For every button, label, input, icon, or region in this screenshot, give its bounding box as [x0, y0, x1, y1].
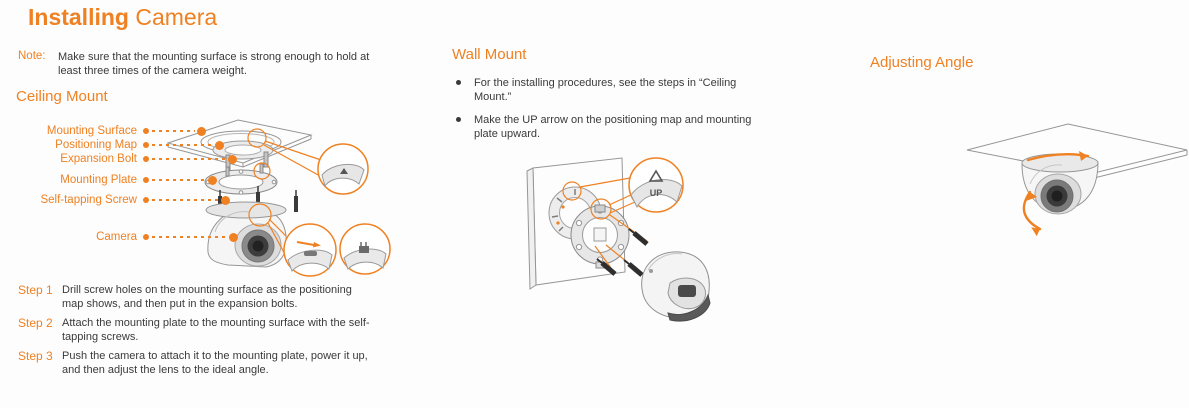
leader-line [152, 236, 227, 238]
leader-target-dot [215, 140, 224, 150]
step-label: Step 2 [18, 316, 53, 330]
part-label: Positioning Map [55, 139, 137, 151]
part-label: Expansion Bolt [60, 153, 137, 165]
ceiling-mount-diagram [166, 119, 391, 277]
wall-mount-bullets: For the installing procedures, see the s… [452, 76, 782, 150]
step-row: Step 2 Attach the mounting plate to the … [18, 316, 376, 344]
step-row: Step 1 Drill screw holes on the mounting… [18, 283, 376, 311]
part-label: Camera [96, 231, 137, 243]
wall-mount-diagram: UP [526, 157, 711, 322]
bullet-text: For the installing procedures, see the s… [474, 77, 737, 103]
part-label-row: Expansion Bolt [0, 152, 237, 166]
bullet-icon [456, 80, 461, 85]
note-label: Note: [18, 50, 46, 62]
leader-dot [143, 128, 149, 134]
part-label-row: Mounting Surface [0, 124, 206, 138]
step-label: Step 3 [18, 349, 53, 363]
detail-callouts [283, 143, 391, 277]
leader-target-dot [229, 232, 238, 242]
page-title-rest: Camera [128, 4, 218, 30]
leader-line [152, 158, 226, 160]
wall-camera [641, 251, 711, 322]
leader-target-dot [208, 175, 217, 185]
bullet-row: Make the UP arrow on the positioning map… [452, 113, 782, 141]
up-label: UP [650, 188, 663, 198]
page-title-bold: Installing [28, 4, 129, 30]
leader-dot [143, 197, 149, 203]
part-label-row: Positioning Map [0, 138, 224, 152]
up-arrow-icon [648, 169, 664, 182]
bullet-text: Make the UP arrow on the positioning map… [474, 114, 752, 140]
step-row: Step 3 Push the camera to attach it to t… [18, 349, 376, 377]
step-text: Attach the mounting plate to the mountin… [62, 317, 370, 343]
expansion-bolt [263, 151, 269, 168]
leader-line [152, 130, 195, 132]
leader-dot [143, 234, 149, 240]
leader-target-dot [221, 195, 230, 205]
leader-dot [143, 177, 149, 183]
part-label-row: Mounting Plate [0, 173, 217, 187]
dome-camera [205, 201, 287, 268]
install-steps: Step 1 Drill screw holes on the mounting… [18, 283, 376, 382]
wall-screws [596, 228, 649, 277]
bullet-icon [456, 117, 461, 122]
part-label-row: Camera [0, 230, 238, 244]
leader-target-dot [228, 154, 237, 164]
leader-line [152, 199, 219, 201]
leader-line [152, 179, 206, 181]
page-title: Installing Camera [28, 4, 217, 31]
part-label-row: Self-tapping Screw [0, 193, 230, 207]
step-label: Step 1 [18, 283, 53, 297]
wall-mount-heading: Wall Mount [452, 46, 527, 63]
leader-target-dot [197, 126, 206, 136]
bullet-row: For the installing procedures, see the s… [452, 76, 782, 104]
adjusting-angle-diagram [966, 123, 1188, 237]
leader-line [152, 144, 213, 146]
part-label: Mounting Plate [60, 174, 137, 186]
step-text: Push the camera to attach it to the moun… [62, 350, 368, 376]
leader-dot [143, 156, 149, 162]
ceiling-mount-heading: Ceiling Mount [16, 88, 108, 105]
part-label: Mounting Surface [46, 125, 137, 137]
step-text: Drill screw holes on the mounting surfac… [62, 284, 352, 310]
note-text: Make sure that the mounting surface is s… [58, 51, 370, 77]
up-callout: UP [628, 157, 684, 213]
adjusting-angle-heading: Adjusting Angle [870, 54, 974, 71]
dome-camera [1021, 153, 1099, 215]
leader-dot [143, 142, 149, 148]
part-label: Self-tapping Screw [40, 194, 137, 206]
